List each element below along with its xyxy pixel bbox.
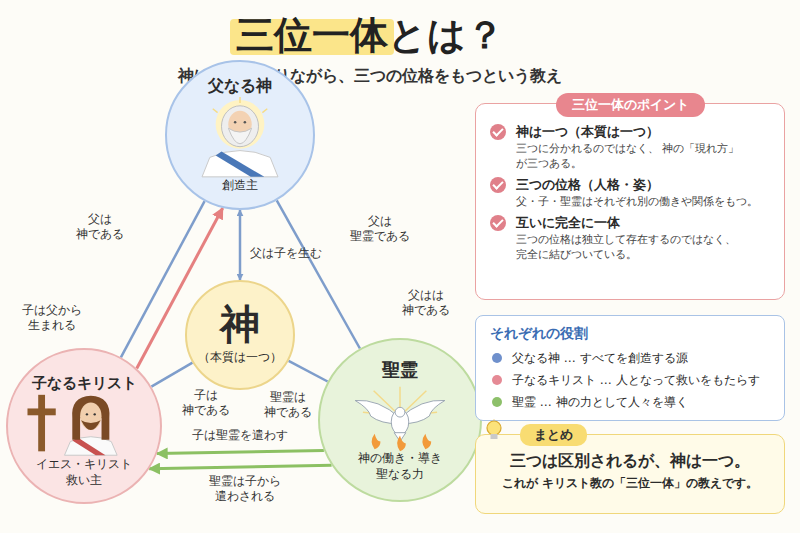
node-text: 神の働き・導き 聖なる力 [355,450,445,482]
node-text: （本質は一つ） [198,349,282,366]
roles-panel: それぞれの役割父なる神 … すべてを創造する源子なるキリスト … 人となって救い… [475,315,785,421]
legend-row: 聖霊 … 神の力として人々を導く [490,391,770,413]
legend-row: 父なる神 … すべてを創造する源 [490,347,770,369]
node-heading: 父なる神 [208,76,272,97]
point-text: 三つに分かれるのではなく、 神の「現れ方」が三つある。 [490,141,770,171]
spirit-circle: 聖霊神の働き・導き 聖なる力 [318,338,482,502]
legend-row: 子なるキリスト … 人となって救いをもたらす [490,369,770,391]
points-panel: 三位一体のポイント神は一つ（本質は一つ）三つに分かれるのではなく、 神の「現れ方… [475,103,785,300]
essence-circle: 神 （本質は一つ） [185,280,295,390]
node-text: 三つは区別されるが、神は一つ。 [490,451,770,472]
node-heading: まとめ [520,424,587,446]
edge-label: 父は 聖霊である [347,214,413,244]
legend-text: 父なる神 … すべてを創造する源 [512,347,688,369]
node-heading: それぞれの役割 [490,325,770,343]
edge-label: 子は聖霊を遣わす [180,428,300,443]
point-text: 三つの位格は独立して存在するのではなく、 完全に結びついている。 [490,232,770,262]
connector [157,450,324,453]
point-heading: 三つの位格（人格・姿） [490,176,770,194]
legend-dot [492,353,502,363]
title: 三位一体とは？ [0,10,740,61]
point-heading: 互いに完全に一体 [490,214,770,232]
node-heading: 聖霊 [382,358,418,382]
lightbulb-icon [484,419,504,445]
legend-text: 子なるキリスト … 人となって救いをもたらす [512,369,760,391]
node-heading: 三位一体のポイント [556,93,705,117]
legend-dot [492,375,502,385]
connector [239,210,242,280]
connector [289,361,328,382]
summary-panel: まとめ三つは区別されるが、神は一つ。これが キリスト教の「三位一体」の教えです。 [475,434,785,514]
edge-label: 父は 神である [72,212,128,242]
point-heading: 神は一つ（本質は一つ） [490,123,770,141]
node-heading: 神 [220,304,260,344]
node-text: これが キリスト教の「三位一体」の教えです。 [490,475,770,492]
legend-dot [492,397,502,407]
edge-label: 父は子を生む [250,246,340,261]
edge-label: 子は父から 生まれる [18,303,86,333]
father-circle: 父なる神創造主 [165,60,315,210]
node-heading: 子なるキリスト [32,374,137,393]
node-text: 創造主 [222,177,258,194]
legend-text: 聖霊 … 神の力として人々を導く [512,391,688,413]
connector [149,465,331,469]
edge-label: 聖霊は 神である [261,390,315,420]
edge-label: 子は 神である [179,388,233,418]
connector [151,363,192,387]
son-circle: 子なるキリストイエス・キリスト 救い主 [6,348,162,504]
point-text: 父・子・聖霊はそれぞれ別の働きや関係をもつ。 [490,194,770,209]
subtitle: 神は一つでありながら、三つの位格をもつという教え [0,66,740,87]
node-text: イエス・キリスト 救い主 [34,456,134,488]
edge-note: 父はは 神である [399,288,453,318]
edge-label: 聖霊は子から 遣わされる [205,474,285,504]
